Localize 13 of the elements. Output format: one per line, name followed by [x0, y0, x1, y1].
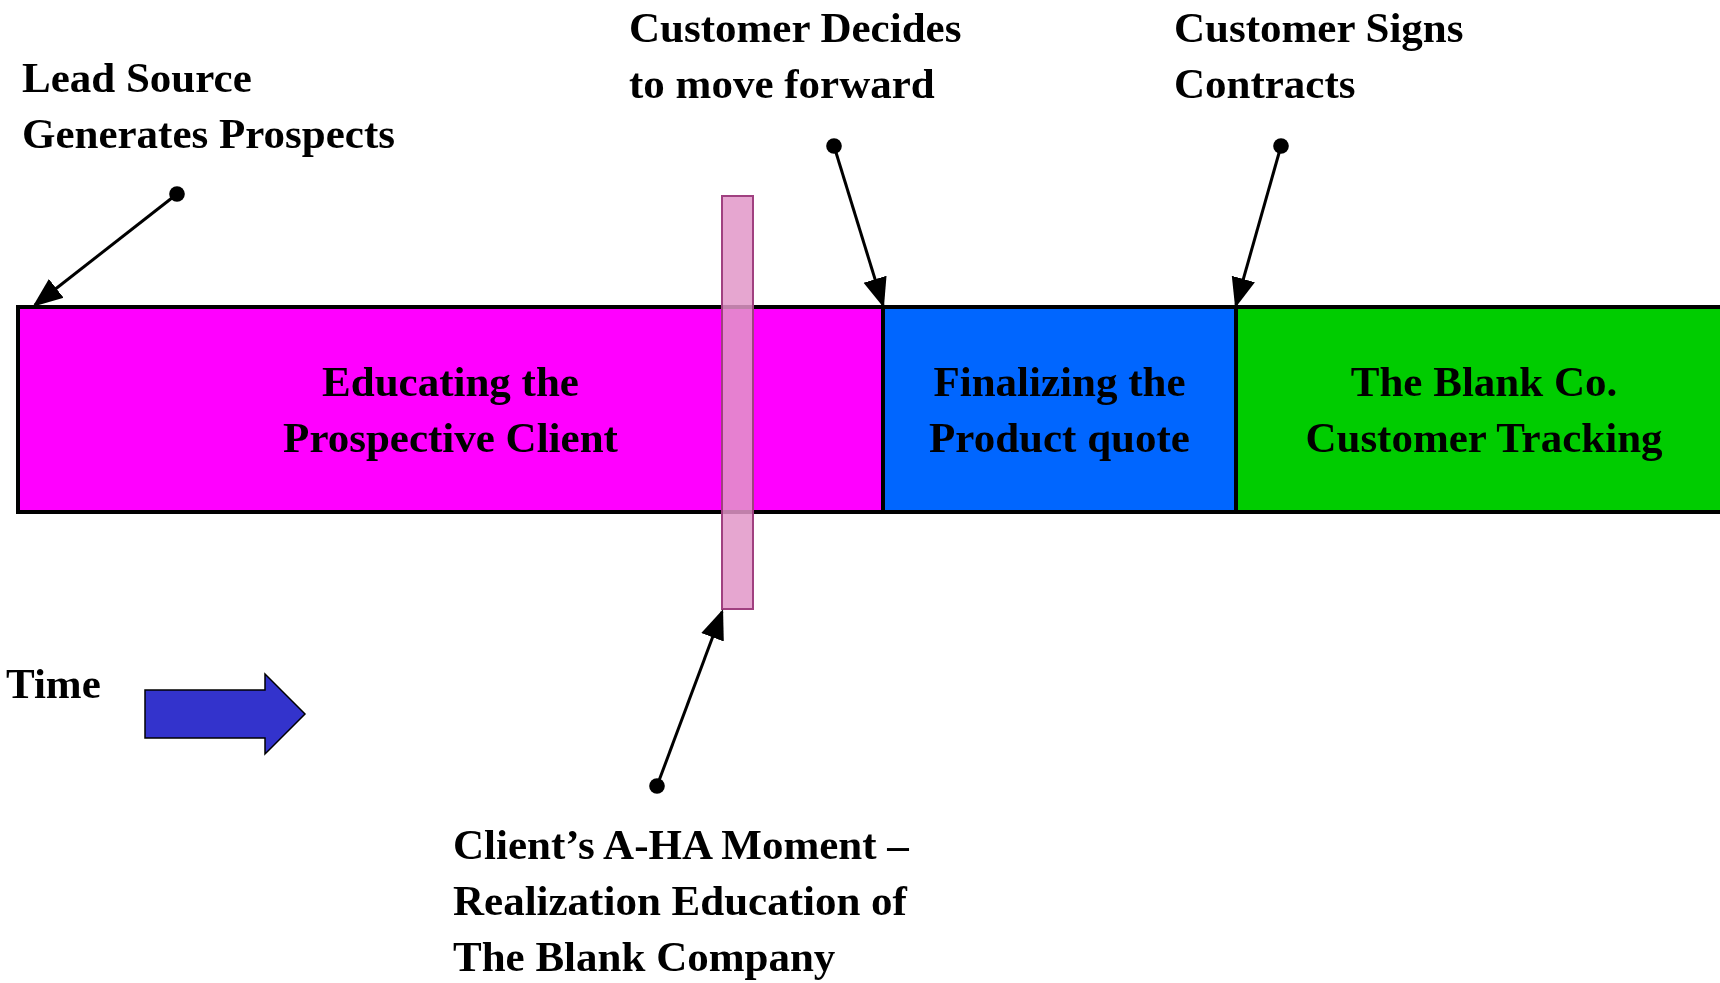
phase-label: Educating the Prospective Client	[282, 356, 619, 463]
leader-line	[32, 186, 185, 307]
leader-line	[826, 138, 887, 308]
phase-label: The Blank Co. Customer Tracking	[1304, 356, 1664, 463]
callout-text: Lead Source Generates Prospects	[22, 50, 422, 165]
time-label: Time	[6, 659, 101, 709]
leader-line	[649, 609, 724, 794]
callout-text: Customer Signs Contracts	[1174, 0, 1574, 115]
callout-text: Customer Decides to move forward	[629, 0, 1004, 115]
phase-label: Finalizing the Product quote	[928, 356, 1191, 463]
callout-text: Client’s A-HA Moment – Realization Education of The Blank Company	[453, 817, 983, 983]
leader-line	[1231, 138, 1289, 308]
milestone-bar	[721, 195, 754, 610]
